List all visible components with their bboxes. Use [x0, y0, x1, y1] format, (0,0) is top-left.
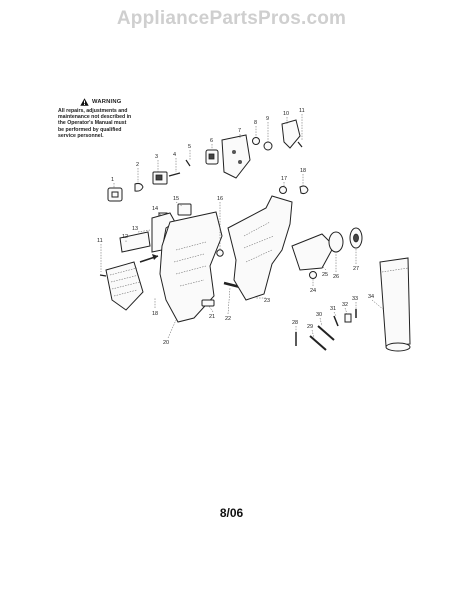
callout-28: 28 — [292, 320, 298, 326]
part-4 — [168, 172, 181, 177]
callout-30: 30 — [316, 312, 322, 318]
warning-text: All repairs, adjustments and maintenance… — [58, 108, 150, 139]
part-7-hole — [232, 150, 236, 154]
callout-24: 24 — [310, 288, 316, 294]
callout-3: 3 — [155, 154, 158, 160]
part-34 — [379, 257, 411, 347]
callout-20: 20 — [163, 340, 169, 346]
part-11-lower — [99, 274, 107, 277]
warning-notice: WARNING All repairs, adjustments and mai… — [58, 98, 150, 139]
callout-1: 1 — [111, 177, 114, 183]
warning-title: WARNING — [92, 98, 122, 105]
callout-18-upper: 18 — [300, 168, 306, 174]
part-15 — [177, 203, 192, 216]
callout-33: 33 — [352, 296, 358, 302]
part-7 — [221, 134, 251, 179]
part-26 — [328, 231, 344, 253]
callout-18-lower: 18 — [152, 311, 158, 317]
part-25 — [291, 233, 335, 271]
callout-5: 5 — [188, 144, 191, 150]
callout-31: 31 — [330, 306, 336, 312]
warning-triangle-icon — [80, 98, 89, 106]
part-1-detail — [111, 191, 119, 198]
part-23-detail — [243, 221, 275, 263]
callout-17: 17 — [281, 176, 287, 182]
part-21 — [201, 299, 215, 307]
warning-line: All repairs, adjustments and — [58, 108, 128, 114]
part-30 — [317, 325, 335, 341]
part-19-ribs — [109, 267, 141, 297]
callout-25: 25 — [322, 272, 328, 278]
part-5 — [185, 159, 191, 167]
warning-header: WARNING — [80, 98, 150, 106]
callout-29: 29 — [307, 324, 313, 330]
part-6-detail — [208, 153, 215, 160]
callout-4: 4 — [173, 152, 176, 158]
part-11-top — [297, 141, 303, 148]
part-7-hole — [238, 160, 242, 164]
callout-2: 2 — [136, 162, 139, 168]
callout-13: 13 — [132, 226, 138, 232]
part-12 — [119, 231, 151, 253]
part-29 — [309, 335, 327, 351]
callout-21: 21 — [209, 314, 215, 320]
callout-8: 8 — [254, 120, 257, 126]
part-32 — [344, 313, 352, 323]
callout-11-lower: 11 — [97, 238, 103, 244]
part-24 — [309, 271, 317, 279]
part-20 — [159, 211, 223, 323]
page-code: 8/06 — [219, 506, 244, 520]
callout-6: 6 — [210, 138, 213, 144]
part-34-seam — [381, 267, 409, 273]
callout-26: 26 — [333, 274, 339, 280]
part-8 — [252, 137, 260, 145]
callout-16: 16 — [217, 196, 223, 202]
part-23 — [227, 195, 293, 301]
part-9 — [263, 141, 273, 151]
callout-32: 32 — [342, 302, 348, 308]
callout-12: 12 — [122, 234, 128, 240]
callout-10: 10 — [283, 111, 289, 117]
part-3-detail — [155, 174, 163, 181]
warning-line: be performed by qualified — [58, 126, 122, 133]
callout-leaders — [100, 114, 385, 339]
callout-11-top: 11 — [299, 108, 305, 114]
callout-15: 15 — [173, 196, 179, 202]
callout-14: 14 — [152, 206, 158, 212]
part-34-end — [385, 342, 411, 352]
part-17 — [279, 186, 287, 194]
warning-line: service personnel. — [58, 132, 104, 139]
warning-line: the Operator's Manual must — [58, 120, 127, 127]
part-18-upper — [299, 185, 309, 195]
part-31 — [333, 315, 339, 327]
callout-7: 7 — [238, 128, 241, 134]
callout-23: 23 — [264, 298, 270, 304]
callout-22: 22 — [225, 316, 231, 322]
callout-9: 9 — [266, 116, 269, 122]
callout-34: 34 — [368, 294, 374, 300]
part-19 — [105, 261, 144, 311]
part-27-hub — [353, 233, 359, 243]
assembly-arrow-head — [152, 254, 158, 260]
callout-27: 27 — [353, 266, 359, 272]
part-16 — [216, 249, 224, 257]
site-watermark: AppliancePartsPros.com — [116, 8, 347, 29]
warning-line: maintenance not described in — [58, 114, 132, 121]
part-2 — [134, 182, 144, 192]
part-10 — [281, 119, 301, 149]
